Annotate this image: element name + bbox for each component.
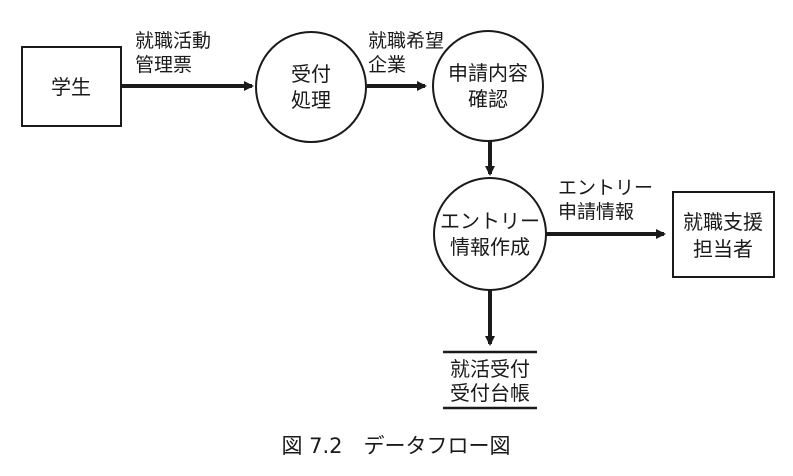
node-label-line2: 受付台帳 [450,381,530,405]
entity-box [21,46,122,127]
process-circle [433,177,547,291]
node-label: 学生 [51,75,91,99]
node-label-line1: 受付 [291,62,331,86]
node-reception: 受付 処理 [255,31,367,143]
node-label-line2: 確認 [468,87,508,111]
figure-caption: 図 7.2 データフロー図 [281,434,510,458]
flow-label-line2: 企業 [368,54,406,76]
node-entry: エントリー 情報作成 [433,177,547,291]
process-circle [432,30,544,142]
node-student: 学生 [21,46,122,127]
node-label-line2: 情報作成 [450,235,530,259]
flow-entry-to-support: エントリー 申請情報 [545,177,666,239]
flow-student-to-reception: 就職活動 管理票 [121,30,254,91]
node-confirm: 申請内容 確認 [432,30,544,142]
node-label-line1: 申請内容 [448,61,528,85]
node-label-line2: 処理 [291,88,331,112]
flow-reception-to-confirm: 就職希望 企業 [367,30,444,91]
node-label-line1: エントリー [440,209,540,233]
node-ledger: 就活受付 受付台帳 [443,350,537,410]
flow-label-line2: 管理票 [135,54,192,76]
flow-label-line2: 申請情報 [558,201,634,223]
flow-label-line1: 就職希望 [368,30,444,52]
node-label-line1: 就職支援 [683,210,763,234]
entity-box [672,191,775,278]
node-label-line1: 就活受付 [450,357,530,381]
process-circle [255,31,367,143]
node-support: 就職支援 担当者 [672,191,775,278]
node-label-line2: 担当者 [693,237,753,261]
flow-label-line1: 就職活動 [135,30,211,52]
flow-label-line1: エントリー [558,177,653,199]
